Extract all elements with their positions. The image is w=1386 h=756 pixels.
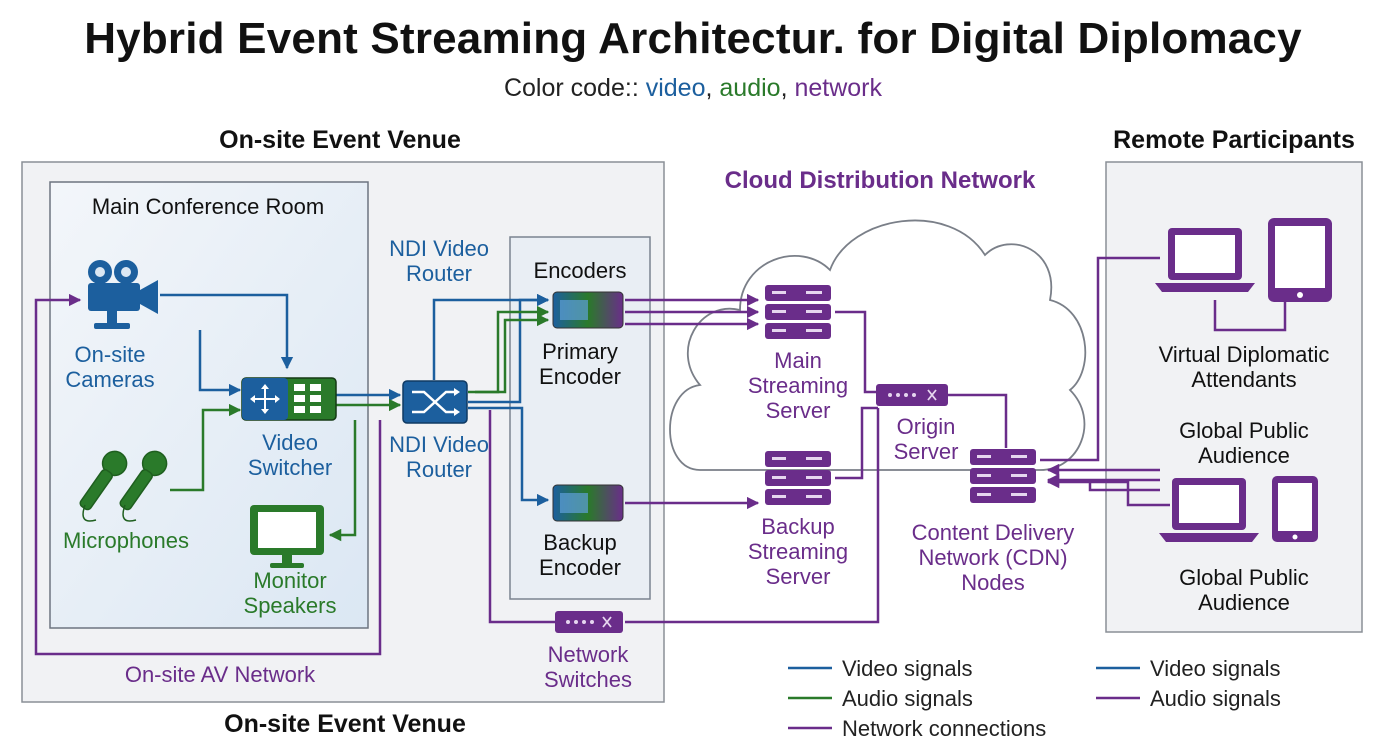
primary-encoder-icon [552, 291, 624, 329]
video-switcher-icon [241, 377, 337, 421]
origin-server-icon [876, 384, 948, 406]
legend-video-2: Video signals [1150, 656, 1281, 681]
microphones-icon [79, 450, 168, 522]
network-switch-icon [555, 611, 623, 633]
ndi-router-top-label: NDI Video Router [389, 236, 489, 286]
network-switches-label: Network Switches [543, 642, 633, 692]
color-code-video: video [645, 74, 706, 102]
diagram-title: Hybrid Event Streaming Architectur. for … [84, 14, 1302, 63]
remote-label: Remote Participants [1113, 126, 1355, 154]
virtual-attendants-label: Virtual Diplomatic Attendants [1158, 342, 1330, 392]
ndi-router-bottom-label: NDI Video Router [389, 432, 489, 482]
camera-icon [88, 260, 158, 329]
cloud-shape [669, 219, 1087, 471]
legend-audio: Audio signals [842, 686, 973, 711]
cameras-label: On-site Cameras [65, 342, 155, 392]
venue-bottom-label: On-site Event Venue [224, 710, 466, 738]
color-code-line: Color code:: video, audio, network [0, 74, 1386, 103]
av-network-label: On-site AV Network [124, 662, 316, 687]
encoders-label: Encoders [533, 258, 627, 283]
cdn-nodes-icon [970, 449, 1036, 503]
cdn-nodes-label: Content Delivery Network (CDN) Nodes [911, 520, 1075, 595]
legend-video: Video signals [842, 656, 973, 681]
venue-top-label: On-site Event Venue [219, 126, 461, 154]
backup-server-label: Backup Streaming Server [747, 514, 849, 589]
color-code-sep1: , [705, 74, 720, 102]
tablet-icon-top [1268, 218, 1332, 302]
legend-audio-2: Audio signals [1150, 686, 1281, 711]
color-code-audio: audio [719, 74, 781, 102]
microphones-label: Microphones [63, 528, 189, 553]
backup-server-icon [765, 451, 831, 505]
laptop-icon-top [1155, 228, 1255, 292]
cloud-label: Cloud Distribution Network [724, 167, 1036, 194]
main-server-label: Main Streaming Server [747, 348, 849, 423]
color-code-network: network [794, 74, 883, 102]
color-code-sep2: , [780, 74, 795, 102]
ndi-router-icon [402, 380, 468, 424]
monitor-speakers-label: Monitor Speakers [243, 568, 337, 618]
global-public-label-2: Global Public Audience [1179, 565, 1309, 615]
primary-encoder-label: Primary Encoder [539, 339, 621, 389]
main-server-icon [765, 285, 831, 339]
room-label: Main Conference Room [91, 194, 325, 219]
video-switcher-label: Video Switcher [247, 430, 333, 480]
tablet-icon-bottom [1272, 476, 1318, 542]
global-public-label-1: Global Public Audience [1179, 418, 1309, 468]
backup-encoder-label: Backup Encoder [539, 530, 621, 580]
legend-network: Network connections [842, 716, 1047, 741]
origin-server-label: Origin Server [893, 414, 959, 464]
monitor-icon [250, 505, 324, 568]
laptop-icon-bottom [1159, 478, 1259, 542]
backup-encoder-icon [552, 484, 624, 522]
color-code-prefix: Color code:: [503, 74, 646, 102]
